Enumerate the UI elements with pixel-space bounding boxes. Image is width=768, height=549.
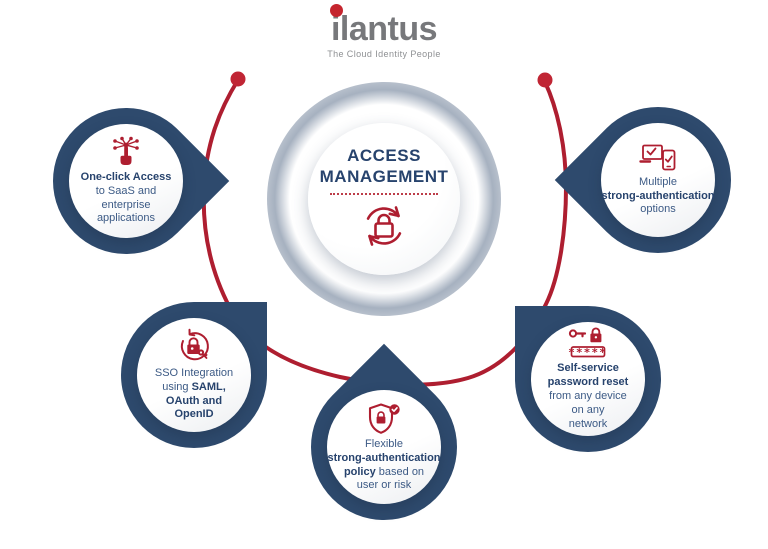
logo-text: ilantus: [330, 10, 438, 48]
satellite-line: strong-authentication: [327, 451, 441, 464]
sso-lock-key-icon: [180, 328, 209, 360]
satellite-line: Self-service: [557, 362, 619, 375]
satellite-line: from any device: [549, 390, 627, 403]
satellite-disc: SSO Integration using SAML, OAuth and Op…: [137, 318, 251, 432]
tap-network-icon: [113, 136, 139, 165]
logo-tagline: The Cloud Identity People: [327, 48, 441, 59]
satellite-line: policy based on: [343, 465, 425, 478]
satellite-text: Self-service password reset from any dev…: [548, 362, 629, 431]
brand-logo: ilantus The Cloud Identity People: [0, 4, 768, 59]
satellite-disc: ***** Self-service password reset from a…: [531, 322, 645, 436]
satellite-line: applications: [96, 212, 156, 225]
satellite-text: Multiple strong-authentication options: [601, 176, 714, 218]
satellite-line: password reset: [547, 376, 629, 389]
satellite-one-click-access: One-click Access to SaaS and enterprise …: [22, 77, 230, 285]
satellite-line: network: [568, 417, 608, 430]
satellite-sso-integration: SSO Integration using SAML, OAuth and Op…: [121, 302, 267, 448]
satellite-line: user or risk: [356, 479, 412, 492]
satellite-line: enterprise: [101, 198, 151, 211]
hub-circle: ACCESS MANAGEMENT: [308, 123, 460, 275]
shield-check-lock-icon: [368, 403, 400, 434]
orbit-endpoint-dot-left: [230, 71, 246, 87]
satellite-line: Flexible: [365, 437, 403, 450]
satellite-line: One-click Access: [80, 170, 172, 183]
hub-title: ACCESS MANAGEMENT: [320, 146, 449, 187]
lock-sync-icon: [366, 206, 402, 247]
satellite-line: Multiple: [639, 175, 677, 188]
satellite-line: options: [640, 203, 676, 216]
satellite-line: SSO Integration: [154, 366, 234, 379]
orbit-endpoint-dot-right: [537, 72, 553, 88]
password-mask-text: *****: [569, 346, 608, 359]
satellite-flexible-policy: Flexible strong-authentication policy ba…: [280, 343, 488, 549]
logo-wordmark: ilantus: [329, 4, 438, 48]
hub-title-line1: ACCESS: [347, 145, 421, 165]
satellite-line: on any: [571, 403, 605, 416]
hub-title-line2: MANAGEMENT: [319, 166, 449, 186]
satellite-text: One-click Access to SaaS and enterprise …: [81, 171, 172, 226]
satellite-line: strong-authentication: [601, 189, 715, 202]
satellite-line: OpenID: [174, 408, 214, 421]
password-reset-icon: *****: [569, 327, 608, 359]
satellite-text: Flexible strong-authentication policy ba…: [327, 438, 440, 493]
satellite-disc: Multiple strong-authentication options: [601, 123, 715, 237]
satellite-line: using SAML,: [162, 380, 226, 393]
satellite-disc: One-click Access to SaaS and enterprise …: [69, 124, 183, 238]
satellite-disc: Flexible strong-authentication policy ba…: [327, 390, 441, 504]
satellite-multiple-authentication: Multiple strong-authentication options: [554, 76, 762, 284]
satellite-line: to SaaS and: [95, 184, 157, 197]
devices-check-icon: [639, 144, 676, 171]
satellite-text: SSO Integration using SAML, OAuth and Op…: [155, 367, 233, 422]
logo-dot-icon: [329, 4, 343, 17]
satellite-line: OAuth and: [165, 394, 223, 407]
dotted-divider: [330, 193, 438, 196]
satellite-password-reset: ***** Self-service password reset from a…: [515, 306, 661, 452]
